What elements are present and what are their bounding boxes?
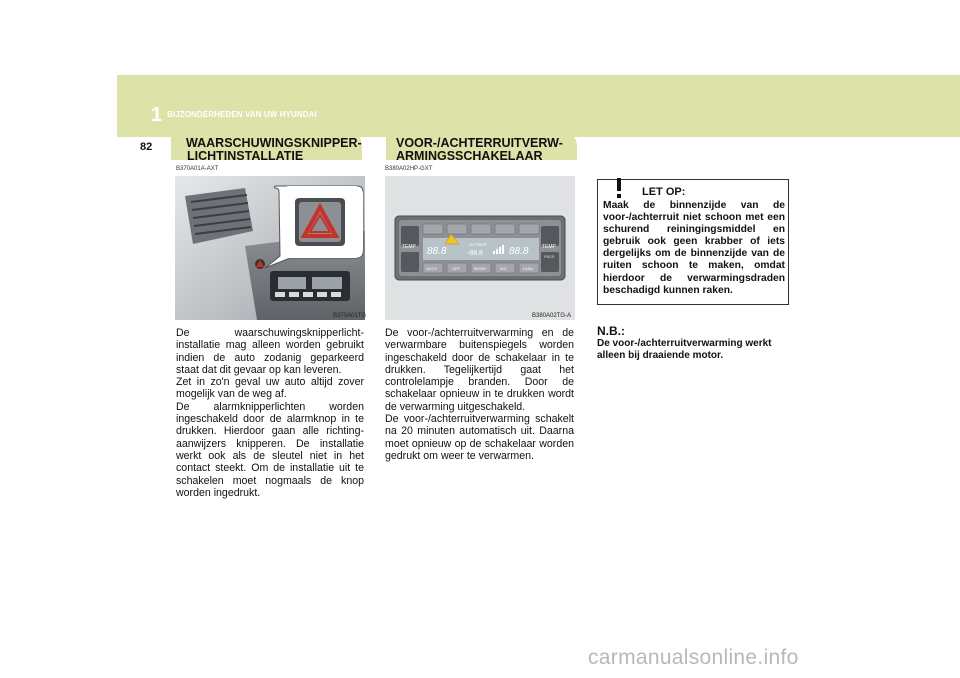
note-title: N.B.: [597,324,625,338]
watermark: carmanualsonline.info [588,646,799,669]
defroster-switch-figure: TEMP TEMP PASS 88.8 OUTSIDE -88.8 88.8 [385,176,575,320]
caution-title: LET OP: [642,186,686,198]
section-code: B370A01A-AXT [176,166,219,172]
section-tab-defroster [386,130,577,160]
exclamation-icon [617,178,621,198]
outside-label: OUTSIDE [469,242,487,247]
paragraph: De voor-/achterruitverwarming schakelt n… [385,413,574,462]
hazard-switch-figure [175,176,365,320]
chapter-title: BIJZONDERHEDEN VAN UW HYUNDAI [167,110,317,119]
display-left: 88.8 [427,246,447,257]
chapter-number: 1 [151,104,163,126]
section-title-line: ARMINGSSCHAKELAAR [396,149,543,163]
btn-mode-label: MODE [474,266,486,271]
hazard-description: De waarschuwingsknipperlicht-installatie… [176,327,364,499]
figure-caption: B370A01TG [333,313,367,319]
btn-dual-label: DUAL [523,266,534,271]
section-title-line: VOOR-/ACHTERRUITVERW- [396,136,563,150]
paragraph: De alarmknipperlichten worden ingeschake… [176,400,364,499]
btn-ac-label: A/C [500,266,507,271]
section-title-line: WAARSCHUWINGSKNIPPER- [186,136,362,150]
section-title-line: LICHTINSTALLATIE [187,149,304,163]
paragraph: De voor-/achterruitverwarming en de verw… [385,327,574,413]
section-title-defroster: VOOR-/ACHTERRUITVERW- ARMINGSSCHAKELAAR [396,137,563,163]
caution-box: LET OP: Maak de binnenzijde van de voor-… [597,178,789,305]
header-band: 1 BIJZONDERHEDEN VAN UW HYUNDAI [117,75,960,137]
dashboard-illustration [175,176,365,320]
btn-auto-label: AUTO [426,266,437,271]
paragraph: De waarschuwingsknipperlicht-installatie… [176,327,364,376]
climate-panel-illustration: TEMP TEMP PASS 88.8 OUTSIDE -88.8 88.8 [385,176,575,320]
figure-caption: B380A02TG-A [532,313,572,319]
page-number: 82 [140,141,153,153]
caution-text: Maak de binnenzijde van de voor-/achterr… [603,200,785,296]
temp-left-label: TEMP [402,244,417,250]
section-tab-hazard [171,130,362,160]
section-code: B380A02HP-GXT [385,166,433,172]
defroster-description: De voor-/achterruitverwarming en de verw… [385,327,574,462]
display-mid: -88.8 [467,250,483,257]
btn-off-label: OFF [452,266,461,271]
display-right: 88.8 [509,246,529,257]
paragraph: Zet in zo'n geval uw auto altijd zover m… [176,376,364,401]
section-title-hazard: WAARSCHUWINGSKNIPPER- LICHTINSTALLATIE [186,137,362,163]
note-text: De voor-/achterruitverwarming werkt alle… [597,338,772,362]
temp-right-label: TEMP [542,244,557,250]
pass-label: PASS [544,254,555,259]
